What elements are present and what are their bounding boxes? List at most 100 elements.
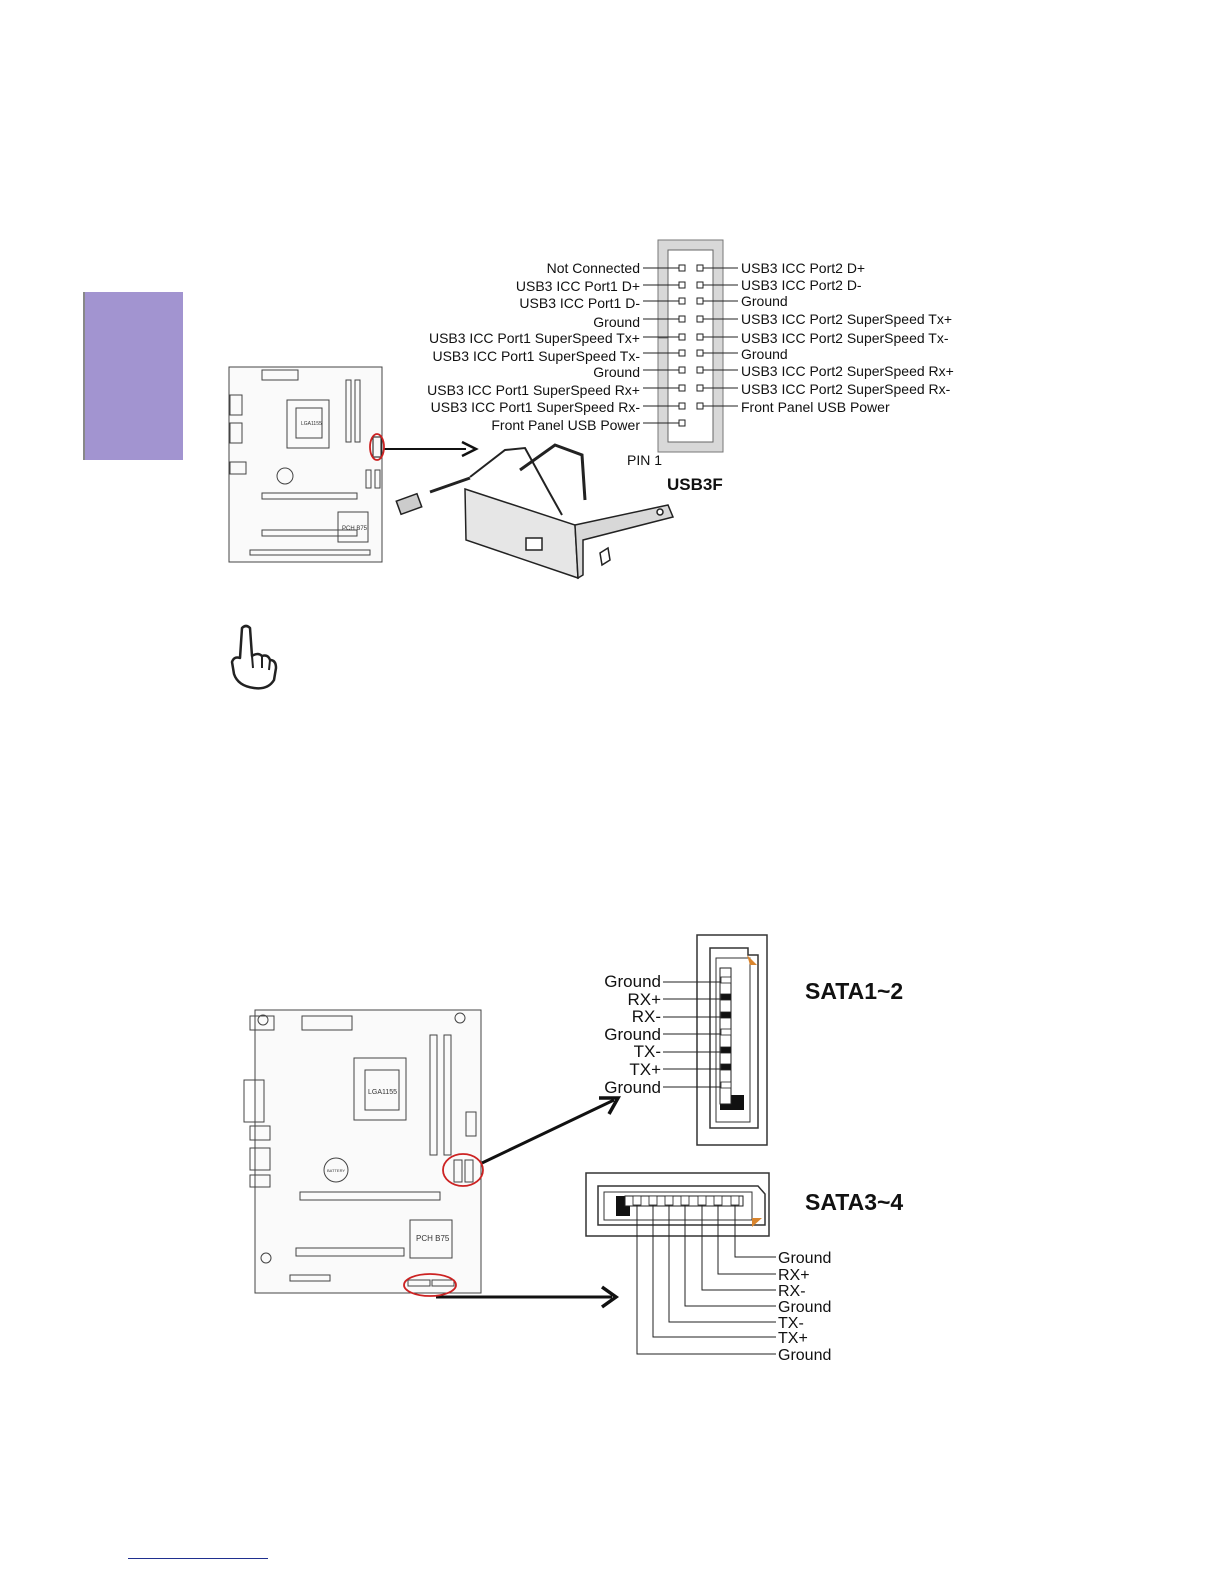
usb3-highlight-circle: [369, 433, 385, 461]
usb3-left-label: Ground: [593, 314, 640, 330]
sata12-highlight-circle: [442, 1153, 484, 1187]
sata12-pin-label: TX+: [629, 1060, 661, 1079]
usb3-right-label: USB3 ICC Port2 SuperSpeed Rx-: [741, 381, 951, 397]
usb3-right-label: USB3 ICC Port2 SuperSpeed Tx-: [741, 330, 949, 346]
usb3-left-pin: [678, 315, 686, 323]
sata34-leader: [668, 1205, 776, 1323]
usb3-right-label: USB3 ICC Port2 SuperSpeed Tx+: [741, 311, 952, 327]
usb3-left-pin: [678, 281, 686, 289]
usb3-right-leader-lines: [703, 267, 738, 407]
sata12-pin: [720, 976, 732, 984]
usb3-left-pin: [678, 402, 686, 410]
sata12-labels: Ground RX+ RX- Ground TX- TX+ Ground: [604, 972, 661, 1097]
sata34-highlight-circle: [403, 1273, 457, 1297]
board-chipset-label: PCH B75: [342, 526, 368, 532]
usb3-left-label: USB3 ICC Port1 SuperSpeed Rx-: [431, 399, 641, 415]
usb3-right-pin: [696, 281, 704, 289]
usb3-left-label: USB3 ICC Port1 D+: [516, 278, 640, 294]
sata34-pin: [648, 1195, 658, 1206]
sata34-pin: [664, 1195, 674, 1206]
usb3-left-label: Front Panel USB Power: [491, 417, 640, 433]
sata12-pin-label: Ground: [604, 972, 661, 991]
note-pointing-hand-icon: [230, 624, 278, 690]
sata34-pin: [632, 1195, 642, 1206]
usb3-right-pin: [696, 333, 704, 341]
sata34-connector: [585, 1172, 770, 1237]
sata-pointer-arrows: [436, 1096, 621, 1309]
sata12-pin-label: RX-: [632, 1007, 661, 1026]
usb3-right-label: USB3 ICC Port2 D-: [741, 277, 862, 293]
usb3-left-pin: [678, 333, 686, 341]
sata34-leader: [701, 1205, 776, 1291]
usb3-left-label: Ground: [593, 364, 640, 380]
usb3-right-label: Ground: [741, 346, 788, 362]
sata34-title: SATA3~4: [805, 1189, 903, 1215]
usb3-left-label: USB3 ICC Port1 SuperSpeed Tx-: [432, 348, 640, 364]
usb3-right-pin: [696, 349, 704, 357]
usb3-left-pin: [678, 349, 686, 357]
usb3-left-pin: [678, 264, 686, 272]
usb3-right-label: Ground: [741, 293, 788, 309]
sata34-leader: [684, 1205, 776, 1307]
sata34-pin: [730, 1195, 740, 1206]
usb3-header-diagram: Not Connected USB3 ICC Port1 D+ USB3 ICC…: [228, 239, 954, 580]
usb3-pointer-arrow: [384, 440, 479, 458]
sata12-pin: [720, 1046, 732, 1054]
usb3-left-pin: [678, 384, 686, 392]
sata34-leader: [636, 1205, 776, 1355]
sata34-labels: Ground RX+ RX- Ground TX- TX+ Ground: [778, 1250, 831, 1364]
board-battery-label: BATTERY: [327, 1168, 345, 1173]
board-chipset-label: PCH B75: [416, 1234, 450, 1243]
usb3-right-pin: [696, 384, 704, 392]
sata34-pin: [713, 1195, 723, 1206]
usb3-left-leader-lines: [643, 267, 679, 424]
usb3-right-pin: [696, 402, 704, 410]
usb3-left-pin: [678, 297, 686, 305]
sata34-pin: [697, 1195, 707, 1206]
sata12-pin-label: Ground: [604, 1078, 661, 1097]
sata34-pin-label: TX+: [778, 1330, 808, 1347]
usb3-left-label: USB3 ICC Port1 D-: [519, 295, 640, 311]
sata34-pin: [680, 1195, 690, 1206]
sata34-pin-label: Ground: [778, 1250, 831, 1267]
motherboard-bottom: [243, 1009, 482, 1294]
usb3-right-label: USB3 ICC Port2 SuperSpeed Rx+: [741, 363, 954, 379]
sata12-connector: [696, 934, 768, 1146]
sata34-pin-label: TX-: [778, 1315, 804, 1332]
sata34-pin-label: RX+: [778, 1267, 810, 1284]
usb3-left-label: USB3 ICC Port1 SuperSpeed Rx+: [427, 382, 640, 398]
board-cpu-socket-label: LGA1155: [368, 1089, 397, 1096]
sata12-title: SATA1~2: [805, 978, 903, 1004]
sata34-pin-label: RX-: [778, 1283, 806, 1300]
sata12-pin: [720, 1028, 732, 1036]
usb3-left-pin: [678, 419, 686, 427]
usb3-left-label: USB3 ICC Port1 SuperSpeed Tx+: [429, 330, 640, 346]
sata34-pin-label: Ground: [778, 1347, 831, 1364]
sata34-leader-lines: [636, 1205, 776, 1355]
usb3-right-pin: [696, 315, 704, 323]
usb3-right-pin: [696, 264, 704, 272]
usb3-left-label: Not Connected: [547, 260, 640, 276]
board-cpu-socket-label: LGA1155: [301, 421, 322, 427]
sata34-leader: [717, 1205, 776, 1275]
sata12-pin: [720, 1081, 732, 1089]
sata12-pin-label: TX-: [634, 1042, 661, 1061]
sata12-pin-label: Ground: [604, 1025, 661, 1044]
footer-rule: [128, 1558, 268, 1559]
sata12-pin-label: RX+: [627, 990, 661, 1009]
usb3-right-label: USB3 ICC Port2 D+: [741, 260, 865, 276]
sata12-leader-lines: [663, 981, 721, 1088]
usb3f-title: USB3F: [667, 475, 723, 494]
motherboard-top: [228, 366, 383, 563]
usb3-right-pin: [696, 297, 704, 305]
usb3-right-pin: [696, 366, 704, 374]
sata34-leader: [734, 1205, 776, 1258]
usb3f-header-shroud: [657, 239, 724, 453]
sata12-pin: [720, 1063, 732, 1071]
sata34-pin-label: Ground: [778, 1299, 831, 1316]
usb3-left-labels: Not Connected USB3 ICC Port1 D+ USB3 ICC…: [427, 260, 640, 433]
pin1-label: PIN 1: [627, 452, 662, 468]
usb3-front-bracket: [395, 443, 675, 580]
usb3-left-pin: [678, 366, 686, 374]
sata-connector-diagram: Ground RX+ RX- Ground TX- TX+ Ground SAT…: [243, 934, 903, 1364]
